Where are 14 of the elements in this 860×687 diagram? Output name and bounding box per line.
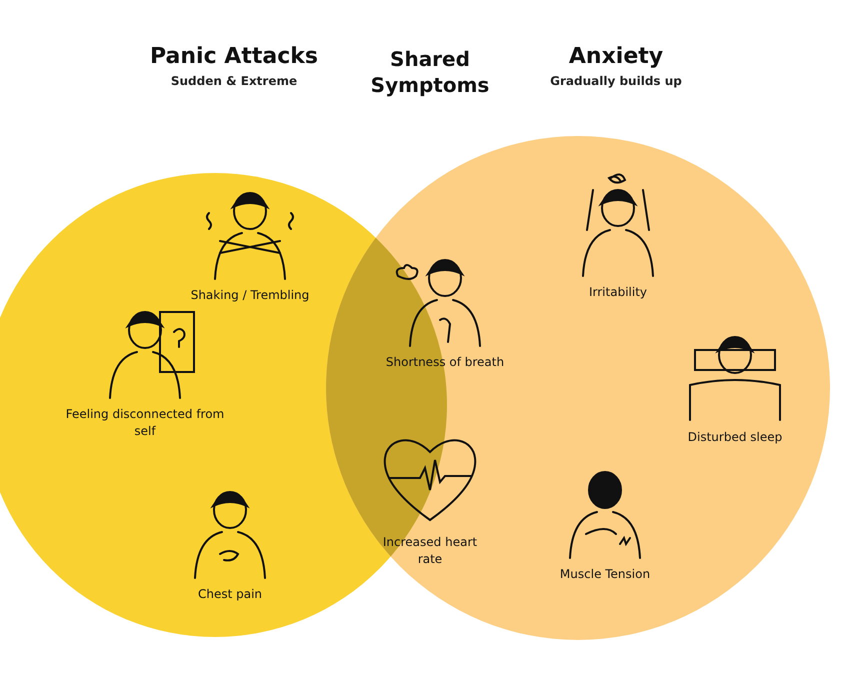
symptom-label: Disturbed sleep — [688, 429, 782, 446]
symptom-label: Increased heart rate — [382, 534, 478, 568]
circle-title: Anxiety — [568, 44, 664, 69]
circle-subtitle: Sudden & Extreme — [170, 74, 298, 88]
section-title: Shared Symptoms — [370, 46, 490, 98]
symptom-label: Muscle Tension — [560, 566, 650, 583]
symptom-label: Irritability — [588, 284, 647, 301]
overlap-region — [326, 238, 447, 556]
symptom-label: Chest pain — [198, 586, 262, 603]
symptom-label: Shaking / Trembling — [190, 287, 310, 304]
circle-title: Panic Attacks — [150, 44, 318, 69]
symptom-label: Shortness of breath — [386, 354, 504, 371]
circle-subtitle: Gradually builds up — [550, 74, 682, 88]
symptom-label: Feeling disconnected from self — [65, 406, 225, 440]
